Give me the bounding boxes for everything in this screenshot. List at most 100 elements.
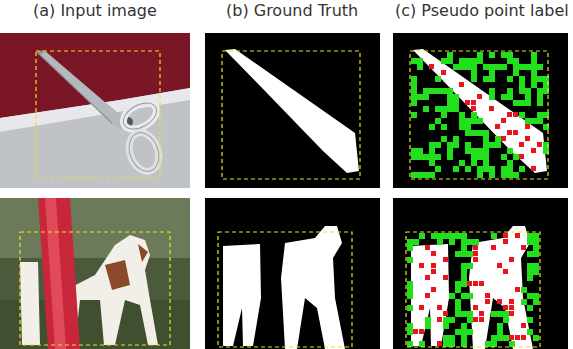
background-point [465, 64, 471, 70]
background-point [441, 112, 447, 118]
background-point [483, 142, 489, 148]
background-point [441, 106, 447, 112]
background-point [507, 94, 513, 100]
background-point [443, 341, 449, 347]
background-point [443, 335, 449, 341]
background-point [423, 172, 429, 178]
background-point [431, 233, 437, 239]
background-point [525, 100, 531, 106]
background-point [527, 317, 533, 323]
background-point [419, 341, 425, 347]
background-point [533, 239, 539, 245]
background-point [453, 64, 459, 70]
background-point [467, 317, 473, 323]
horse-photo [0, 198, 190, 349]
background-point [471, 58, 477, 64]
background-point [423, 106, 429, 112]
background-point [425, 323, 431, 329]
background-point [417, 64, 423, 70]
background-point [533, 263, 539, 269]
foreground-point [425, 245, 430, 250]
background-point [461, 239, 467, 245]
foreground-point [479, 311, 484, 316]
background-point [527, 305, 533, 311]
background-point [533, 233, 539, 239]
background-point [455, 329, 461, 335]
background-point [435, 118, 441, 124]
mask-region [223, 244, 261, 346]
background-point [471, 154, 477, 160]
foreground-point [503, 233, 508, 238]
foreground-point [509, 311, 514, 316]
background-point [527, 275, 533, 281]
background-point [423, 154, 429, 160]
foreground-point [521, 335, 526, 340]
background-point [537, 94, 543, 100]
foreground-point [515, 287, 520, 292]
background-point [495, 136, 501, 142]
background-point [449, 239, 455, 245]
background-point [507, 76, 513, 82]
background-point [503, 317, 509, 323]
foreground-point [509, 335, 514, 340]
background-point [443, 323, 449, 329]
background-point [467, 239, 473, 245]
foreground-point [419, 305, 424, 310]
background-point [455, 287, 461, 293]
background-point [531, 76, 537, 82]
background-point [465, 166, 471, 172]
background-point [503, 335, 509, 341]
background-point [465, 142, 471, 148]
mask-region [413, 49, 547, 173]
background-point [483, 154, 489, 160]
background-point [471, 148, 477, 154]
background-point [489, 142, 495, 148]
background-point [447, 100, 453, 106]
background-point [447, 52, 453, 58]
background-point [465, 118, 471, 124]
background-point [477, 172, 483, 178]
background-point [459, 160, 465, 166]
foreground-point [471, 106, 476, 111]
background-point [471, 130, 477, 136]
background-point [423, 88, 429, 94]
background-point [455, 299, 461, 305]
background-point [429, 142, 435, 148]
background-point [503, 311, 509, 317]
foreground-point [425, 293, 430, 298]
foreground-point [501, 136, 506, 141]
background-point [527, 293, 533, 299]
background-point [533, 245, 539, 251]
background-point [477, 166, 483, 172]
background-point [491, 335, 497, 341]
mask-region [469, 226, 533, 349]
background-point [513, 100, 519, 106]
foreground-point [431, 287, 436, 292]
background-point [461, 329, 467, 335]
background-point [435, 154, 441, 160]
foreground-point [443, 257, 448, 262]
column-header: (b) Ground Truth [226, 1, 358, 20]
bounding-box [410, 51, 548, 179]
background-point [527, 233, 533, 239]
background-point [417, 172, 423, 178]
background-point [489, 76, 495, 82]
background-point [453, 106, 459, 112]
background-point [483, 136, 489, 142]
background-point [411, 148, 417, 154]
mask-ground [393, 198, 568, 349]
background-point [455, 233, 461, 239]
background-point [471, 70, 477, 76]
background-point [411, 172, 417, 178]
background-point [473, 239, 479, 245]
background-point [447, 142, 453, 148]
foreground-point [519, 142, 524, 147]
background-point [533, 293, 539, 299]
foreground-point [507, 130, 512, 135]
foreground-point [431, 269, 436, 274]
foreground-point [479, 317, 484, 322]
background-point [513, 154, 519, 160]
foreground-point [431, 263, 436, 268]
background-point [483, 76, 489, 82]
foreground-point [521, 245, 526, 250]
